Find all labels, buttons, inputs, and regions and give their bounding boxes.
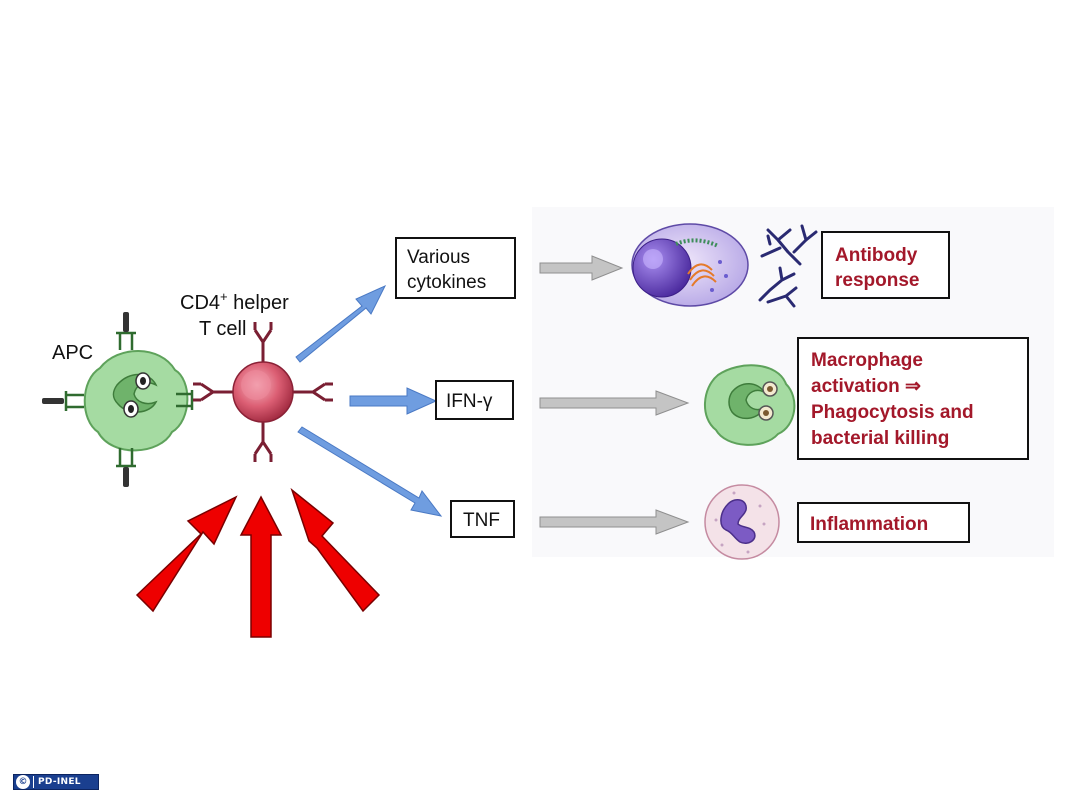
grey-arrow-antibody — [539, 255, 624, 281]
red-arrow-center — [239, 495, 283, 638]
cytokine-tnf-label: TNF — [463, 510, 500, 531]
apc-cell — [42, 312, 194, 487]
cytokine-box-tnf — [450, 500, 515, 538]
cytokine-box-ifn-gamma — [435, 380, 514, 420]
neutrophil — [704, 484, 780, 560]
outcome-box-macrophage — [797, 337, 1029, 460]
outcome-macrophage-line2: activation ⇒ — [811, 376, 921, 397]
arrow-to-various-cytokines — [295, 284, 387, 363]
arrow-to-ifn-gamma — [349, 387, 438, 415]
grey-arrow-inflammation — [539, 509, 690, 535]
outcome-box-inflammation — [797, 502, 970, 543]
blue-arrows — [295, 284, 443, 517]
red-arrow-left — [135, 495, 238, 613]
cytokine-various-line1: Various — [407, 247, 470, 268]
outcome-antibody-line2: response — [835, 270, 919, 291]
red-arrows — [135, 487, 381, 638]
badge-divider — [33, 776, 34, 788]
cytokine-ifn-gamma-label: IFN-γ — [446, 391, 493, 412]
outcome-inflammation-label: Inflammation — [810, 514, 928, 535]
cytokine-box-various — [395, 237, 516, 299]
plasma-cell — [631, 223, 749, 307]
outcome-macrophage-line3: Phagocytosis and — [811, 402, 974, 423]
tcell-label-line1: CD4+ helper — [180, 289, 289, 314]
grey-arrow-macrophage — [539, 390, 690, 416]
outcome-box-antibody — [821, 231, 950, 299]
grey-arrows — [539, 255, 690, 535]
outcome-macrophage-line4: bacterial killing — [811, 428, 949, 449]
license-text: PD-INEL — [38, 777, 81, 787]
cytokine-various-line2: cytokines — [407, 272, 486, 293]
outcome-antibody-line1: Antibody — [835, 245, 918, 266]
outcome-macrophage-line1: Macrophage — [811, 350, 923, 371]
tcell-label-line2: T cell — [199, 318, 246, 340]
cc-icon: © — [16, 775, 30, 789]
license-badge: © PD-INEL — [13, 774, 99, 790]
macrophage — [703, 364, 796, 446]
apc-label: APC — [52, 342, 93, 364]
red-arrow-right — [290, 487, 381, 613]
arrow-to-tnf — [297, 426, 443, 517]
antibodies — [758, 224, 818, 308]
cd4-t-cell — [193, 322, 333, 462]
